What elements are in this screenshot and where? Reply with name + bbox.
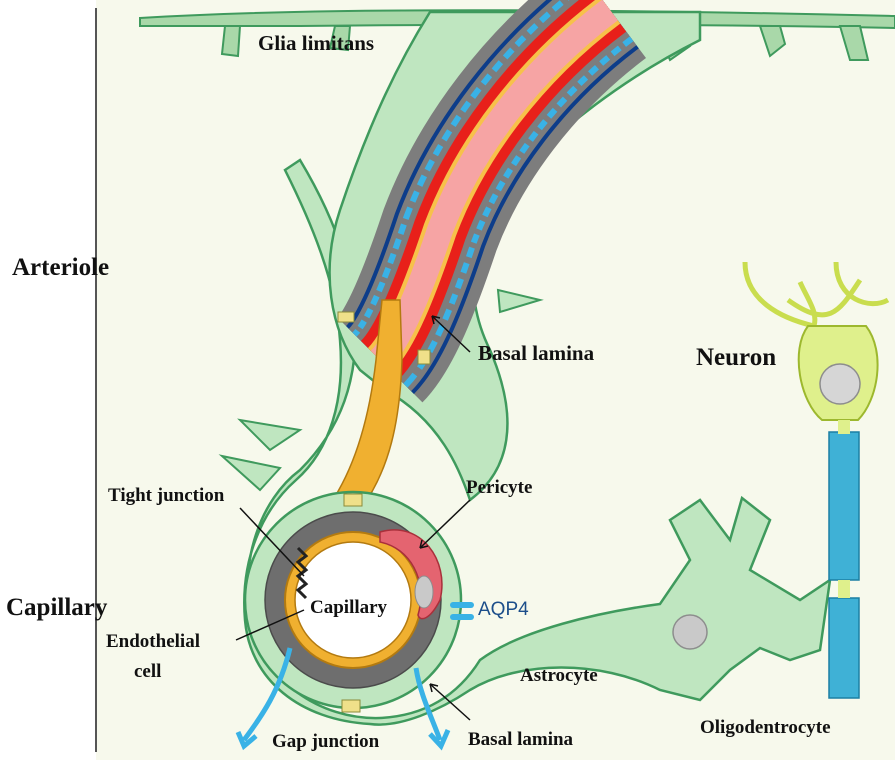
label-basal-lamina-top: Basal lamina <box>478 342 594 365</box>
label-basal-lamina-bottom: Basal lamina <box>468 730 573 751</box>
gap-plug-bottom <box>342 700 360 712</box>
label-tight-junction: Tight junction <box>108 486 224 507</box>
junction-plug-left <box>338 312 354 322</box>
label-endothelial-cell-2: cell <box>134 662 161 683</box>
astrocyte-nucleus <box>673 615 707 649</box>
gap-plug-top <box>344 494 362 506</box>
aqp4-channel-2 <box>450 614 474 620</box>
label-gap-junction: Gap junction <box>272 732 379 753</box>
label-oligodendrocyte: Oligodentrocyte <box>700 718 831 739</box>
label-neuron: Neuron <box>696 344 776 372</box>
aqp4-channel-1 <box>450 602 474 608</box>
neuron-nucleus <box>820 364 860 404</box>
myelin-segment-upper <box>829 432 859 580</box>
label-endothelial-cell-1: Endothelial <box>106 632 200 653</box>
label-arteriole: Arteriole <box>12 254 109 282</box>
label-glia-limitans: Glia limitans <box>258 32 374 55</box>
label-aqp4: AQP4 <box>478 600 529 621</box>
label-capillary-section: Capillary <box>6 594 107 622</box>
label-astrocyte: Astrocyte <box>520 666 598 687</box>
pericyte-nucleus <box>415 576 433 608</box>
label-pericyte: Pericyte <box>466 478 532 499</box>
myelin-segment-lower <box>829 598 859 698</box>
label-capillary-lumen: Capillary <box>310 598 387 619</box>
junction-plug-right <box>418 350 430 364</box>
